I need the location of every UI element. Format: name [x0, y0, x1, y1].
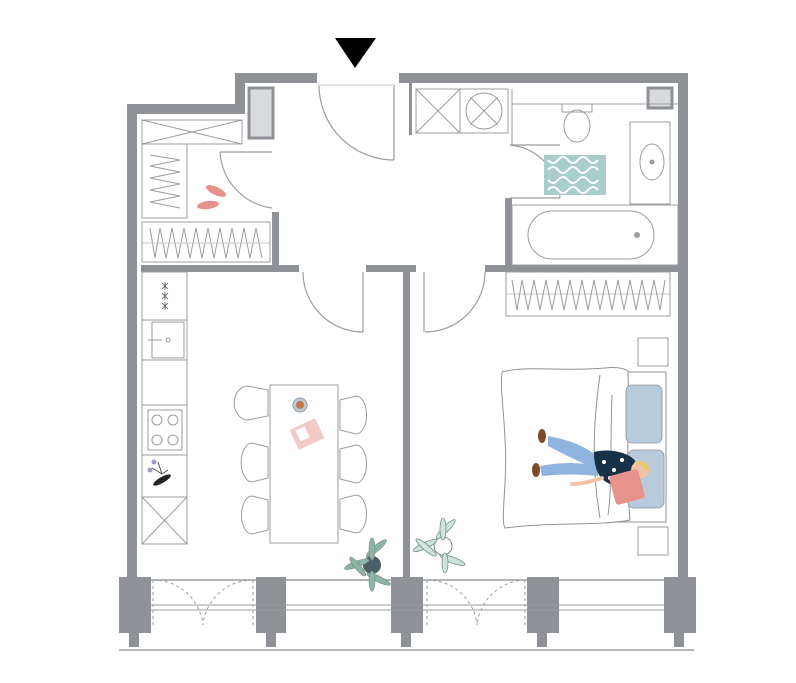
walls	[119, 73, 696, 647]
plant-bedroom-icon	[412, 517, 466, 574]
fridge-icon	[161, 282, 169, 310]
coffee-cup-icon	[292, 397, 308, 413]
vent-shaft-left	[247, 86, 275, 140]
plant-kitchen-icon	[344, 537, 391, 592]
washing-machine-icon	[465, 92, 503, 130]
bathroom	[415, 88, 679, 266]
doors	[219, 84, 561, 333]
facade-windows	[119, 579, 694, 651]
vent-shaft-right	[646, 86, 674, 110]
sink-icon	[629, 121, 671, 205]
hallway-wardrobe	[141, 119, 271, 263]
bathtub-icon	[527, 210, 655, 260]
person-on-bed-icon	[532, 429, 651, 505]
dining-chairs	[233, 385, 368, 535]
bath-mat-icon	[544, 155, 606, 195]
slippers-icon	[197, 185, 227, 210]
magazine-icon	[289, 418, 325, 450]
toilet-icon	[563, 109, 591, 143]
entrance-triangle-icon	[335, 38, 376, 68]
cooktop-icon	[147, 409, 183, 451]
nightstands	[637, 337, 669, 556]
herbs-icon	[147, 459, 171, 486]
bedroom-wardrobe	[505, 271, 671, 317]
kitchen-counter	[141, 271, 188, 545]
